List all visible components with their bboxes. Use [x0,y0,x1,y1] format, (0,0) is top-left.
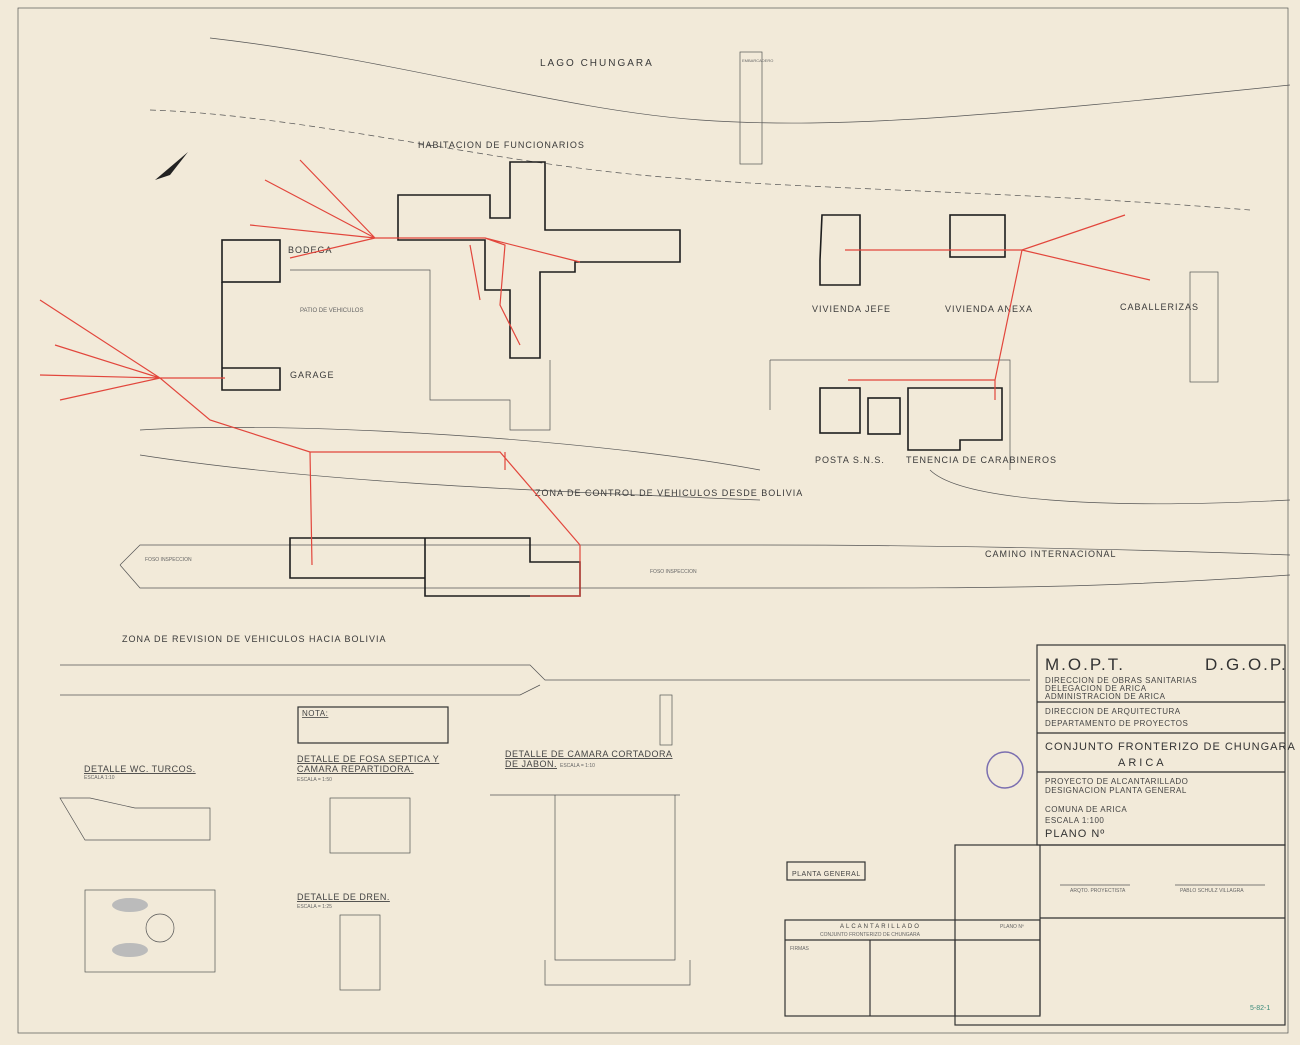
wc-section-drawing [59,797,211,841]
drain-detail-scale: ESCALA = 1:25 [297,904,332,910]
building-staff-housing [397,161,681,359]
tb-line: DESIGNACION PLANTA GENERAL [1045,786,1187,795]
label-vivienda-anexa: VIVIENDA ANEXA [945,304,1033,314]
label-tenencia: TENENCIA DE CARABINEROS [906,455,1057,465]
wc-plan-drawing [84,889,216,973]
tb-city: ARICA [1118,757,1167,769]
building-control-post [289,537,581,597]
tb-dept: D.G.O.P. [1205,655,1288,674]
road-edge [60,664,1030,681]
sheet-border [17,7,1289,1034]
label-vehicle-yard: PATIO DE VEHICULOS [300,308,363,314]
label-road: CAMINO INTERNACIONAL [985,549,1117,559]
tb-conj: CONJUNTO FRONTERIZO DE CHUNGARA [820,932,921,938]
tb-stamp-no: 5-82-1 [1250,1005,1270,1012]
tb-commune: COMUNA DE ARICA [1045,805,1127,814]
soap-chamber-drawing [490,794,691,986]
drain-drawing [339,914,381,991]
building-posta [819,387,861,434]
tb-line: PROYECTO DE ALCANTARILLADO [1045,777,1188,786]
building-caballerizas [1189,271,1219,383]
shoreline [209,37,1291,124]
note-box [297,706,449,744]
label-control-zone: ZONA DE CONTROL DE VEHICULOS DESDE BOLIV… [535,488,803,498]
label-caballerizas: CABALLERIZAS [1120,302,1199,312]
label-bodega: BODEGA [288,245,333,255]
north-arrow-icon [155,152,188,180]
soap-detail-title-2: DE JABON. [505,759,557,769]
building-vivienda-anexa [949,214,1006,258]
vent-pipe [659,694,673,746]
road-edge [139,454,761,501]
tb-alc: ALCANTARILLADO [840,924,921,930]
road-edge [759,544,1291,556]
tb-plan-no: PLANO Nº [1045,828,1105,840]
note-title: NOTA: [302,709,328,718]
sewer-network [39,159,1151,597]
soap-detail-scale: ESCALA = 1:10 [560,763,595,769]
tb-scale: ESCALA 1:100 [1045,816,1104,825]
title-block: M.O.P.T. D.G.O.P. DIRECCION DE OBRAS SAN… [784,644,1296,1026]
building-bodega [221,239,281,283]
yard-wall [290,269,551,431]
wc-detail-scale: ESCALA 1:10 [84,775,115,781]
building-vivienda-jefe [819,214,861,286]
tb-engineer: PABLO SCHULZ VILLAGRA [1180,888,1244,894]
soap-detail-title: DETALLE DE CAMARA CORTADORA [505,749,673,759]
official-seal [986,751,1024,789]
tb-sheet-name: PLANTA GENERAL [792,871,861,878]
tb-line: DIRECCION DE ARQUITECTURA [1045,707,1181,716]
label-inspection-pit-2: FOSO INSPECCION [650,569,697,575]
septic-detail-title-2: CAMARA REPARTIDORA. [297,764,414,774]
septic-detail-title: DETALLE DE FOSA SEPTICA Y [297,754,439,764]
foot-pad [112,943,148,957]
tb-line: DELEGACION DE ARICA [1045,684,1147,693]
tb-project: CONJUNTO FRONTERIZO DE CHUNGARA [1045,741,1296,753]
tb-line: DEPARTAMENTO DE PROYECTOS [1045,719,1188,728]
building-tenencia [907,387,1003,451]
contour-line [149,109,1251,211]
building-annex-small [867,397,901,435]
tb-plano-small: PLANO Nº [1000,924,1024,930]
septic-tank-drawing [329,797,411,854]
wc-detail-title: DETALLE WC. TURCOS. [84,764,196,774]
label-vivienda-jefe: VIVIENDA JEFE [812,304,891,314]
tb-firmas: FIRMAS [790,946,810,952]
tb-line: DIRECCION DE OBRAS SANITARIAS [1045,676,1197,685]
road-edge [60,684,541,696]
drain-detail-title: DETALLE DE DREN. [297,892,390,902]
label-posta: POSTA S.N.S. [815,455,885,465]
pier [739,51,763,165]
drain-hole [145,913,175,943]
label-lake: LAGO CHUNGARA [540,58,654,69]
tb-org: M.O.P.T. [1045,655,1125,674]
tenencia-enclosure [769,359,1011,470]
tb-architect: ARQTO. PROYECTISTA [1070,888,1126,894]
foot-pad [112,898,148,912]
label-staff-housing: HABITACION DE FUNCIONARIOS [418,140,585,150]
road-edge [119,544,1291,589]
septic-detail-scale: ESCALA = 1:50 [297,777,332,783]
tb-line: ADMINISTRACION DE ARICA [1045,692,1166,701]
label-garage: GARAGE [290,370,335,380]
label-pier: EMBARCADERO [742,58,773,63]
road-edge [929,469,1291,505]
road-edge [139,427,761,471]
label-inspection-pit-1: FOSO INSPECCION [145,557,192,563]
label-review-zone: ZONA DE REVISION DE VEHICULOS HACIA BOLI… [122,634,387,644]
building-garage [221,282,281,391]
